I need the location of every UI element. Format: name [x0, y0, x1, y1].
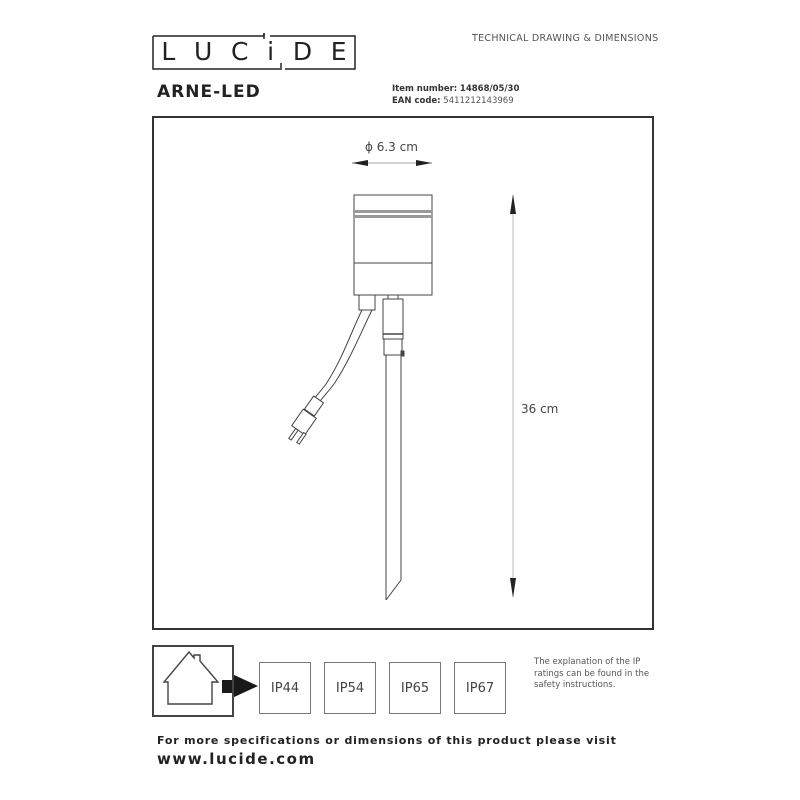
- logo-letter: U: [193, 37, 213, 66]
- drawing-frame: [152, 116, 654, 630]
- height-dimension-arrow: [510, 194, 516, 598]
- ip-arrow: [222, 674, 258, 698]
- width-dimension-arrow: [352, 160, 432, 166]
- ip-rating-ip67: IP67: [454, 662, 506, 714]
- ip-rating-label: IP67: [465, 680, 495, 696]
- plug-icon: [288, 395, 325, 445]
- height-dimension-label: 36 cm: [521, 402, 559, 416]
- logo-letter: C: [231, 37, 249, 66]
- lucide-logo-frame: [152, 33, 356, 70]
- ip-rating-label: IP54: [335, 680, 365, 696]
- document-type: TECHNICAL DRAWING & DIMENSIONS: [472, 33, 659, 44]
- power-cable: [311, 309, 373, 405]
- house-icon: [162, 650, 220, 705]
- ip-rating-label: IP65: [400, 680, 430, 696]
- item-number-label: Item number:: [392, 84, 458, 94]
- ip-rating-note: The explanation of the IP ratings can be…: [534, 657, 650, 690]
- footer-text: For more specifications or dimensions of…: [157, 734, 617, 747]
- logo-letter: L: [161, 37, 176, 66]
- logo-letter: i: [267, 37, 275, 66]
- cable-gland: [358, 294, 376, 311]
- logo-letter: E: [330, 37, 347, 66]
- ip-rating-ip44: IP44: [259, 662, 311, 714]
- diameter-dimension-label: ϕ 6.3 cm: [365, 140, 418, 154]
- item-number-value: 14868/05/30: [459, 84, 520, 94]
- ground-spike: [385, 355, 402, 601]
- website-link[interactable]: www.lucide.com: [157, 750, 316, 768]
- ean-row: EAN code: 5411212143969: [392, 95, 519, 107]
- lamp-head: [353, 194, 433, 296]
- spike-connector: [382, 294, 405, 357]
- ean-value: 5411212143969: [443, 96, 514, 106]
- ip-rating-ip65: IP65: [389, 662, 441, 714]
- brand-logo: L U C i D E: [152, 33, 356, 70]
- logo-letter: D: [292, 37, 313, 66]
- ip-rating-label: IP44: [270, 680, 300, 696]
- product-meta: Item number: 14868/05/30 EAN code: 54112…: [392, 83, 519, 107]
- house-icon-box: [152, 645, 234, 717]
- ip-rating-ip54: IP54: [324, 662, 376, 714]
- product-name: ARNE-LED: [157, 82, 261, 102]
- ean-label: EAN code:: [392, 96, 441, 106]
- item-number-row: Item number: 14868/05/30: [392, 83, 519, 95]
